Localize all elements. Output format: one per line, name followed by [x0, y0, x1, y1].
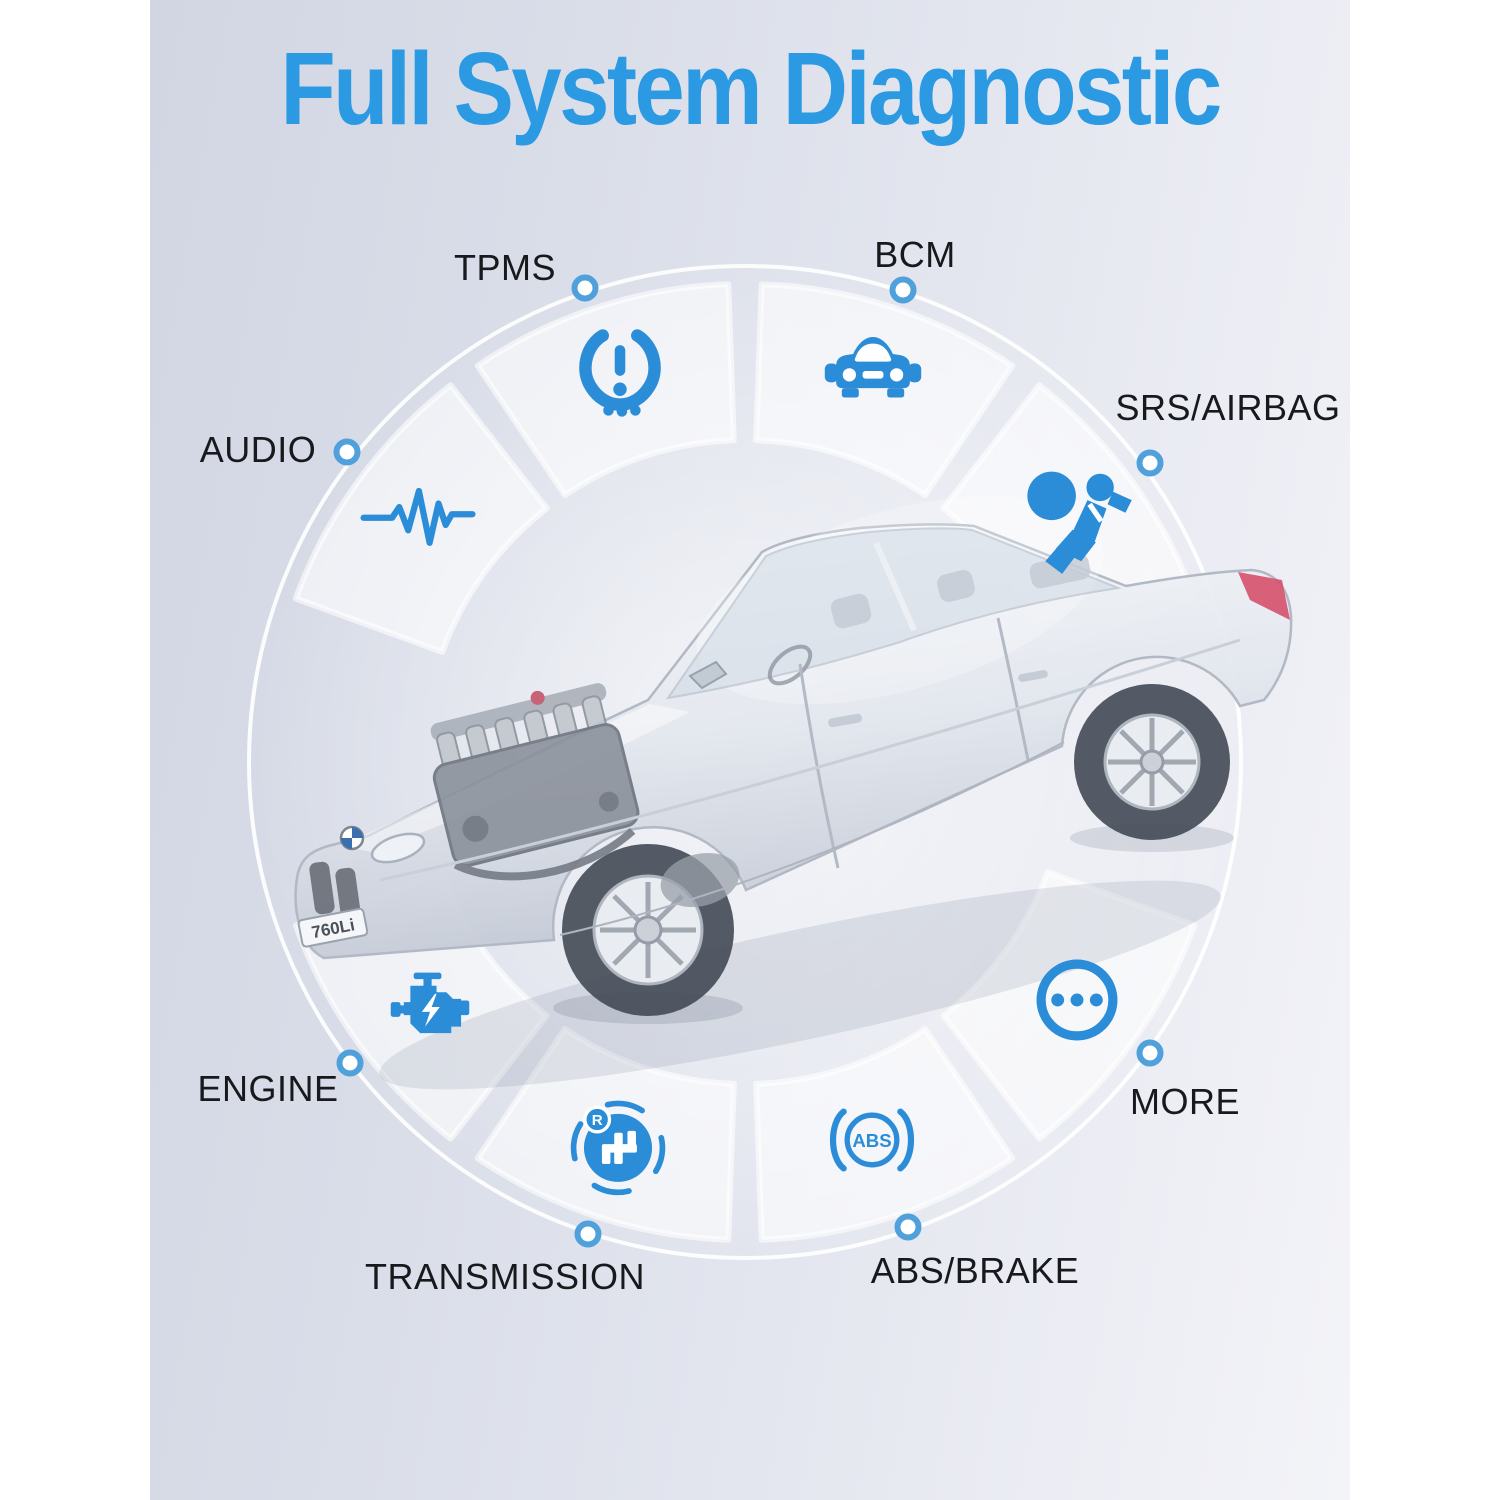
- car-headlight: [370, 832, 426, 864]
- car-rear-wheel: [1074, 684, 1230, 840]
- system-label-bcm: BCM: [874, 234, 956, 275]
- page-title: Full System Diagnostic: [280, 31, 1222, 146]
- connector-dot-srs: [1136, 449, 1164, 477]
- car-steering-wheel: [767, 644, 813, 686]
- car-gearbox: [660, 852, 740, 908]
- car-taillight: [1238, 572, 1290, 620]
- more-dots-icon: [1031, 954, 1123, 1046]
- car-door-handle: [1018, 670, 1048, 682]
- ring-segment: [753, 1025, 1016, 1243]
- car-panel-lines: [379, 617, 1241, 936]
- car-bmw-roundel: [339, 825, 365, 851]
- system-label-tpms: TPMS: [453, 247, 557, 288]
- system-label-srs: SRS/AIRBAG: [1115, 387, 1341, 428]
- connector-dot-bcm: [889, 276, 917, 304]
- ring-segment: [474, 281, 737, 499]
- tpms-icon: [572, 322, 668, 422]
- car-door-handle: [828, 713, 862, 728]
- car-side-mirror: [688, 660, 728, 690]
- abs-icon-text: ABS: [852, 1130, 891, 1151]
- connector-dot-transmission: [574, 1220, 602, 1248]
- system-label-audio: AUDIO: [199, 429, 317, 470]
- car-engine: [430, 683, 640, 881]
- gearbox-icon: R: [566, 1094, 670, 1198]
- system-label-more: MORE: [1130, 1081, 1240, 1122]
- abs-icon: ABS: [810, 1104, 934, 1176]
- car-front-icon: [821, 329, 925, 415]
- gearbox-reverse-badge: R: [592, 1112, 603, 1129]
- ring-segment: [292, 382, 550, 655]
- connector-dot-more: [1136, 1039, 1164, 1067]
- ring-segment: [940, 869, 1198, 1142]
- system-label-abs: ABS/BRAKE: [870, 1250, 1080, 1291]
- connector-dot-engine: [336, 1049, 364, 1077]
- engine-icon: [389, 971, 471, 1043]
- system-label-transmission: TRANSMISSION: [364, 1256, 646, 1297]
- connector-dot-tpms: [571, 274, 599, 302]
- car-license-plate: 760Li: [297, 907, 369, 948]
- car-b-pillar: [873, 541, 917, 632]
- ring-outline-circle: [247, 264, 1243, 1260]
- system-label-engine: ENGINE: [197, 1068, 339, 1109]
- connector-dot-abs: [894, 1213, 922, 1241]
- connector-dot-audio: [333, 438, 361, 466]
- audio-waveform-icon: [360, 480, 476, 552]
- airbag-icon: [1020, 460, 1136, 576]
- xray-car-illustration: 760Li: [294, 495, 1293, 1090]
- car-grille: [309, 861, 361, 921]
- ring-segment: [753, 281, 1016, 499]
